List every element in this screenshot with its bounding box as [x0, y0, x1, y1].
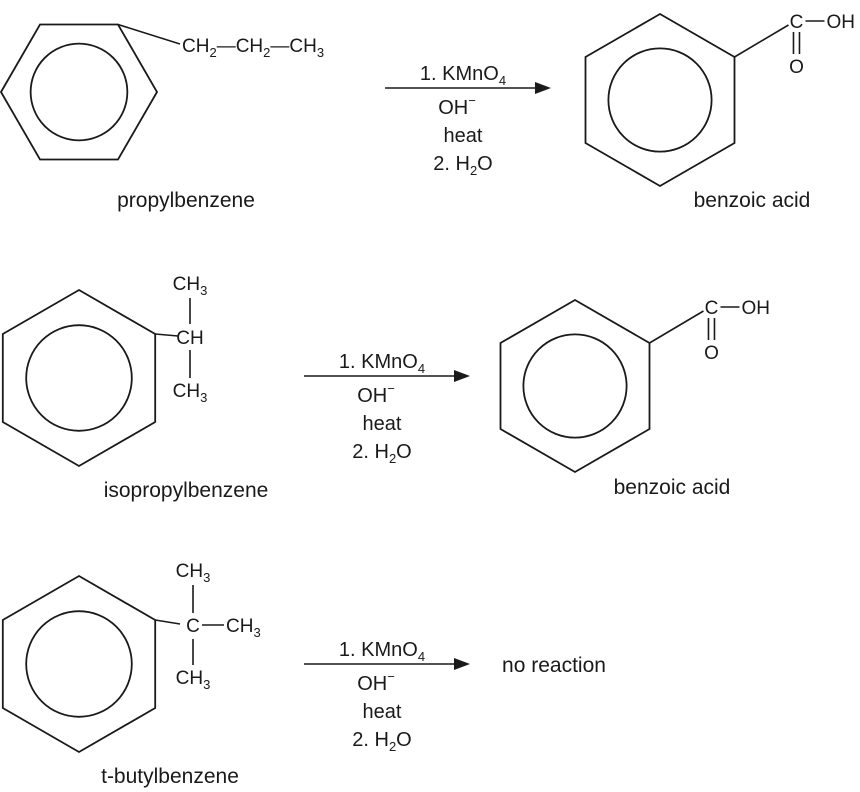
condition-step-1: 1. KMnO4: [339, 639, 425, 664]
condition-step-2: 2. H2O: [352, 441, 411, 466]
arrow-head: [454, 658, 470, 670]
ring-to-carbonyl-bond: [649, 310, 704, 344]
reactant-name: propylbenzene: [117, 189, 255, 212]
methyl-bottom: CH3: [176, 668, 211, 692]
aromatic-circle: [29, 42, 129, 142]
methyl-right: CH3: [226, 616, 261, 640]
ring-to-carbonyl-bond: [734, 24, 789, 58]
benzoic-acid-structure: C OH O: [499, 298, 770, 474]
product-name: benzoic acid: [614, 476, 731, 499]
methine-ch: CH: [176, 328, 203, 349]
aromatic-circle: [522, 333, 628, 439]
condition-base: OH−: [357, 669, 395, 695]
reactant-name: t-butylbenzene: [101, 765, 239, 788]
methyl-bottom: CH3: [173, 381, 208, 405]
condition-base: OH−: [438, 93, 476, 119]
condition-step-1: 1. KMnO4: [420, 63, 506, 88]
condition-heat: heat: [444, 125, 483, 147]
aromatic-circle: [607, 47, 713, 153]
ring-to-propyl-bond: [117, 23, 181, 45]
hexagon: [1, 574, 157, 754]
benzene-ring: [584, 12, 736, 188]
arrow-head: [454, 370, 470, 382]
hexagon: [1, 288, 157, 468]
carbonyl-oxygen: O: [789, 57, 804, 78]
hydroxyl-group: OH: [741, 298, 770, 319]
benzene-ring: [1, 288, 157, 468]
benzoic-acid-structure: C OH O: [584, 12, 855, 188]
condition-base: OH−: [357, 381, 395, 407]
product-name: benzoic acid: [694, 189, 811, 212]
carbonyl-oxygen: O: [704, 343, 719, 364]
ring-to-c-bond: [155, 619, 181, 625]
carbonyl-carbon: C: [705, 298, 719, 319]
propyl-group: CH2—CH2—CH3: [182, 36, 324, 60]
benzene-ring: [0, 23, 159, 161]
condition-step-2: 2. H2O: [352, 729, 411, 754]
hexagon: [0, 23, 159, 161]
arrow-head: [535, 82, 551, 94]
hydroxyl-group: OH: [826, 12, 855, 33]
condition-step-1: 1. KMnO4: [339, 351, 425, 376]
methyl-top: CH3: [176, 561, 211, 585]
carbonyl-carbon: C: [790, 12, 804, 33]
aromatic-circle: [25, 610, 133, 718]
aromatic-circle: [25, 324, 133, 432]
condition-heat: heat: [363, 413, 402, 435]
condition-step-2: 2. H2O: [433, 153, 492, 178]
benzene-ring: [1, 574, 157, 754]
product-text: no reaction: [502, 654, 606, 677]
condition-heat: heat: [363, 701, 402, 723]
ring-to-ch-bond: [155, 333, 179, 337]
benzene-ring: [499, 298, 651, 474]
quaternary-carbon: C: [186, 616, 200, 637]
reactant-name: isopropylbenzene: [104, 479, 269, 502]
methyl-top: CH3: [173, 274, 208, 298]
